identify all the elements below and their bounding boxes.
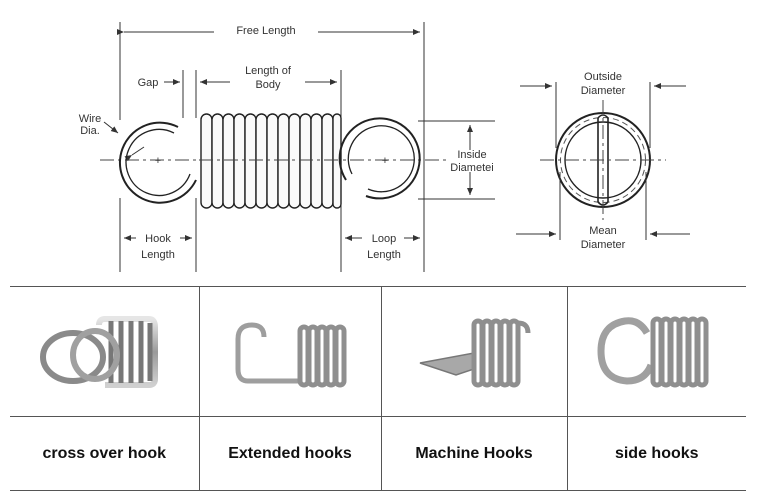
right-loop: +: [338, 117, 421, 200]
loop-length-dimension: Loop Length: [345, 233, 420, 261]
loop-length-label-1: Loop: [372, 233, 396, 245]
inside-diameter-dimension: Inside Diametei: [418, 120, 495, 200]
inside-diameter-label-1: Inside: [457, 149, 486, 161]
hook-length-label-2: Length: [141, 249, 175, 261]
side-hook-icon: [597, 316, 709, 387]
hook-label: Machine Hooks: [415, 444, 533, 462]
hook-image-cell: [10, 286, 200, 417]
left-hook: +: [119, 121, 197, 204]
hook-length-dimension: Hook Length: [119, 198, 197, 272]
extended-hook-icon: [235, 321, 347, 387]
spring-body: [199, 113, 342, 209]
inside-diameter-label-2: Diametei: [450, 162, 493, 174]
hook-label: side hooks: [614, 444, 699, 462]
extension-spring-diagram: Free Length Gap Length of Body Wire Dia.…: [79, 22, 690, 272]
length-of-body-label-1: Length of: [245, 65, 292, 77]
hook-label-cell: Extended hooks: [198, 416, 382, 491]
hook-image-cell: [380, 286, 568, 417]
mean-diameter-dimension: Mean Diameter: [516, 172, 690, 251]
outside-diameter-label-2: Diameter: [581, 85, 626, 97]
svg-text:+: +: [382, 155, 388, 167]
outside-diameter-label-1: Outside: [584, 71, 622, 83]
wire-dia-label-2: Dia.: [80, 125, 100, 137]
hook-types-table: cross over hook Extended hooks Machine H…: [10, 286, 746, 491]
outside-diameter-dimension: Outside Diameter: [520, 71, 686, 148]
length-of-body-dimension: Length of Body: [200, 65, 342, 272]
hook-label-cell: side hooks: [566, 416, 746, 491]
hook-label: cross over hook: [42, 444, 167, 462]
hook-label: Extended hooks: [228, 444, 352, 462]
free-length-label: Free Length: [236, 25, 295, 37]
mean-diameter-label-2: Diameter: [581, 239, 626, 251]
gap-dimension: Gap: [138, 70, 197, 118]
gap-label: Gap: [138, 77, 159, 89]
hook-label-cell: cross over hook: [10, 416, 200, 491]
machine-hook-icon: [419, 318, 531, 387]
wire-dia-label-1: Wire: [79, 113, 102, 125]
svg-text:+: +: [155, 155, 161, 167]
cross-over-hook-icon: [40, 315, 159, 388]
loop-length-label-2: Length: [367, 249, 401, 261]
wire-dia-dimension: Wire Dia.: [79, 113, 145, 162]
hook-image-cell: [198, 286, 382, 417]
hook-length-label-1: Hook: [145, 233, 171, 245]
mean-diameter-label-1: Mean: [589, 225, 617, 237]
length-of-body-label-2: Body: [255, 79, 281, 91]
hook-label-cell: Machine Hooks: [380, 416, 568, 491]
free-length-dimension: Free Length: [117, 22, 425, 272]
end-view: [540, 100, 666, 220]
hook-image-cell: [566, 286, 746, 417]
